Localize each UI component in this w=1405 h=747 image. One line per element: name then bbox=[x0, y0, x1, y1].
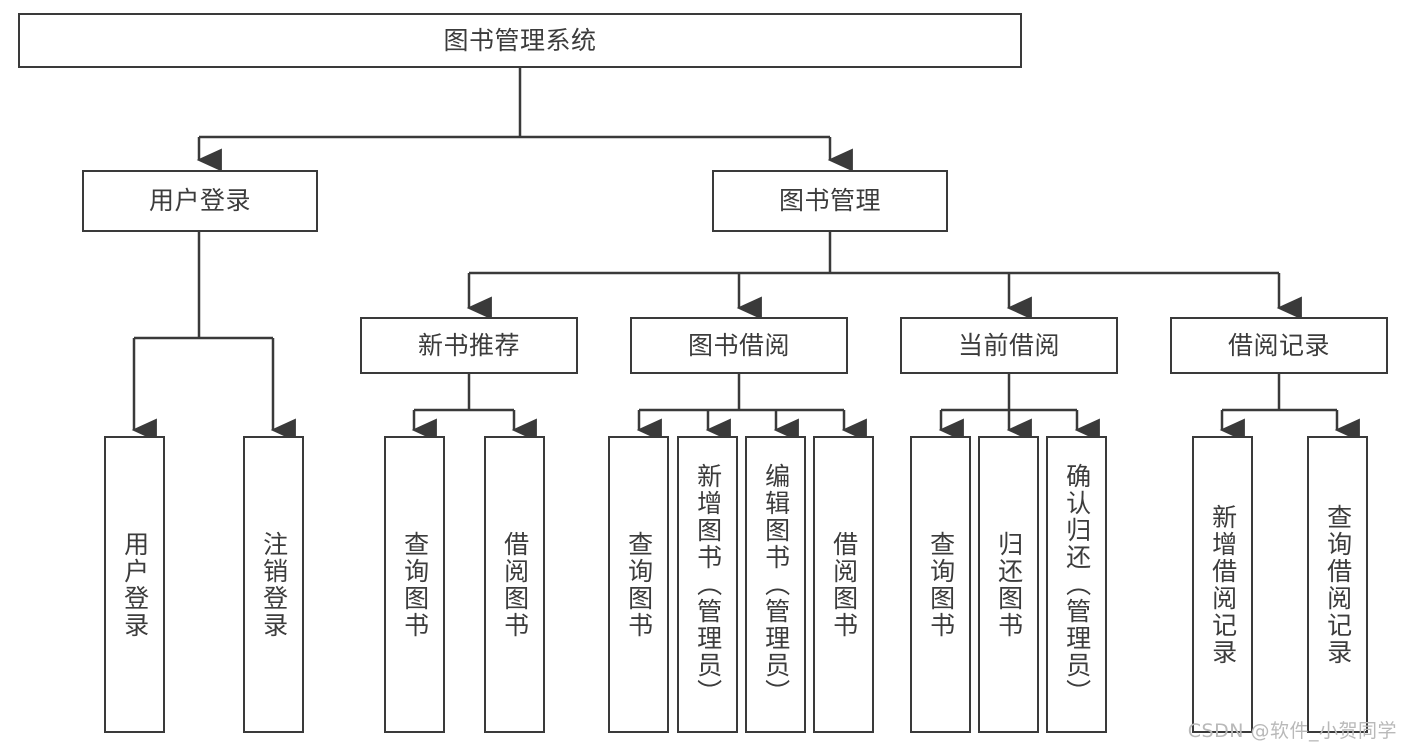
node-leaf-edit-book[interactable]: 编辑图书（管理员） bbox=[745, 436, 806, 733]
node-label: 新书推荐 bbox=[417, 330, 520, 360]
node-label: 新增图书（管理员） bbox=[693, 463, 723, 706]
node-label: 查询图书 bbox=[400, 530, 430, 639]
node-leaf-borrow-book-recommend[interactable]: 借阅图书 bbox=[484, 436, 545, 733]
node-label: 查询图书 bbox=[624, 530, 654, 639]
node-leaf-query-book-current[interactable]: 查询图书 bbox=[910, 436, 971, 733]
node-label: 确认归还（管理员） bbox=[1062, 463, 1092, 706]
node-leaf-borrow-book[interactable]: 借阅图书 bbox=[813, 436, 874, 733]
node-book-borrow[interactable]: 图书借阅 bbox=[630, 317, 848, 374]
node-label: 查询借阅记录 bbox=[1323, 503, 1353, 666]
node-label: 编辑图书（管理员） bbox=[761, 463, 791, 706]
node-leaf-query-book-recommend[interactable]: 查询图书 bbox=[384, 436, 445, 733]
node-label: 新增借阅记录 bbox=[1208, 503, 1238, 666]
node-leaf-return-book[interactable]: 归还图书 bbox=[978, 436, 1039, 733]
node-label: 用户登录 bbox=[148, 186, 251, 216]
node-book-management-system[interactable]: 图书管理系统 bbox=[18, 13, 1022, 68]
node-leaf-query-borrow-record[interactable]: 查询借阅记录 bbox=[1307, 436, 1368, 733]
node-label: 归还图书 bbox=[994, 530, 1024, 639]
node-leaf-query-book-borrow[interactable]: 查询图书 bbox=[608, 436, 669, 733]
watermark: CSDN @软件_小贺同学 bbox=[1187, 720, 1397, 742]
node-label: 借阅图书 bbox=[500, 530, 530, 639]
node-label: 用户登录 bbox=[120, 530, 150, 639]
node-label: 借阅图书 bbox=[829, 530, 859, 639]
node-label: 当前借阅 bbox=[957, 330, 1060, 360]
node-leaf-confirm-return[interactable]: 确认归还（管理员） bbox=[1046, 436, 1107, 733]
node-book-management[interactable]: 图书管理 bbox=[712, 170, 948, 232]
node-label: 图书借阅 bbox=[687, 330, 790, 360]
node-borrow-record[interactable]: 借阅记录 bbox=[1170, 317, 1388, 374]
node-leaf-logout-login[interactable]: 注销登录 bbox=[243, 436, 304, 733]
node-leaf-add-book[interactable]: 新增图书（管理员） bbox=[677, 436, 738, 733]
node-leaf-user-login[interactable]: 用户登录 bbox=[104, 436, 165, 733]
node-user-login[interactable]: 用户登录 bbox=[82, 170, 318, 232]
node-label: 图书管理 bbox=[778, 186, 881, 216]
node-label: 图书管理系统 bbox=[443, 25, 597, 55]
node-label: 查询图书 bbox=[926, 530, 956, 639]
node-current-borrow[interactable]: 当前借阅 bbox=[900, 317, 1118, 374]
node-leaf-add-borrow-record[interactable]: 新增借阅记录 bbox=[1192, 436, 1253, 733]
node-label: 借阅记录 bbox=[1227, 330, 1330, 360]
node-new-book-recommend[interactable]: 新书推荐 bbox=[360, 317, 578, 374]
node-label: 注销登录 bbox=[259, 530, 289, 639]
